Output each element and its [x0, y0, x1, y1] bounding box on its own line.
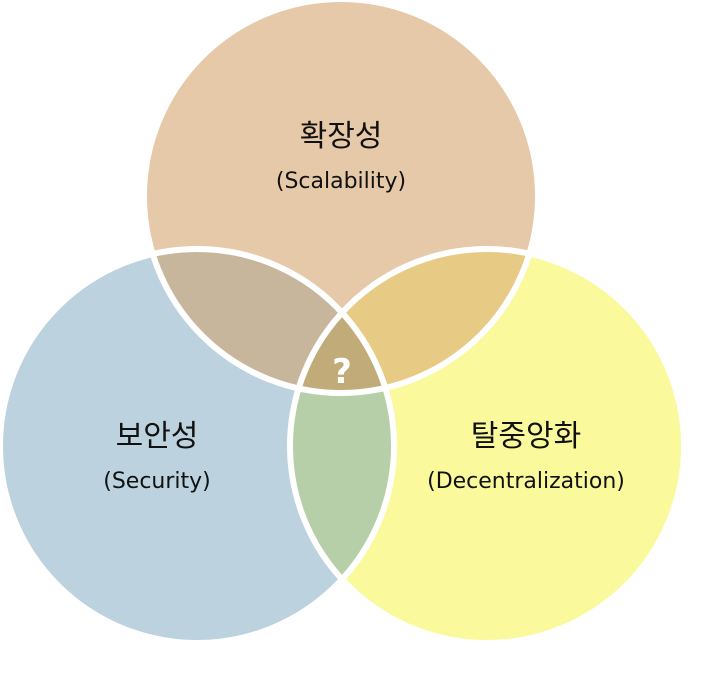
outline-decentralization: [287, 246, 687, 646]
overlap-scalability-decentralization: [290, 249, 538, 393]
label-decentralization-subtitle: (Decentralization): [427, 469, 625, 494]
center-question-mark: ?: [332, 352, 352, 392]
outline-scalability: [141, 0, 541, 396]
outline-security: [0, 246, 397, 646]
label-security-subtitle: (Security): [103, 469, 211, 494]
label-scalability-title: 확장성: [300, 119, 383, 154]
label-scalability-subtitle: (Scalability): [276, 169, 406, 194]
label-security-title: 보안성: [116, 419, 199, 454]
label-decentralization-title: 탈중앙화: [471, 419, 581, 454]
overlap-scalability-security: [144, 249, 394, 393]
